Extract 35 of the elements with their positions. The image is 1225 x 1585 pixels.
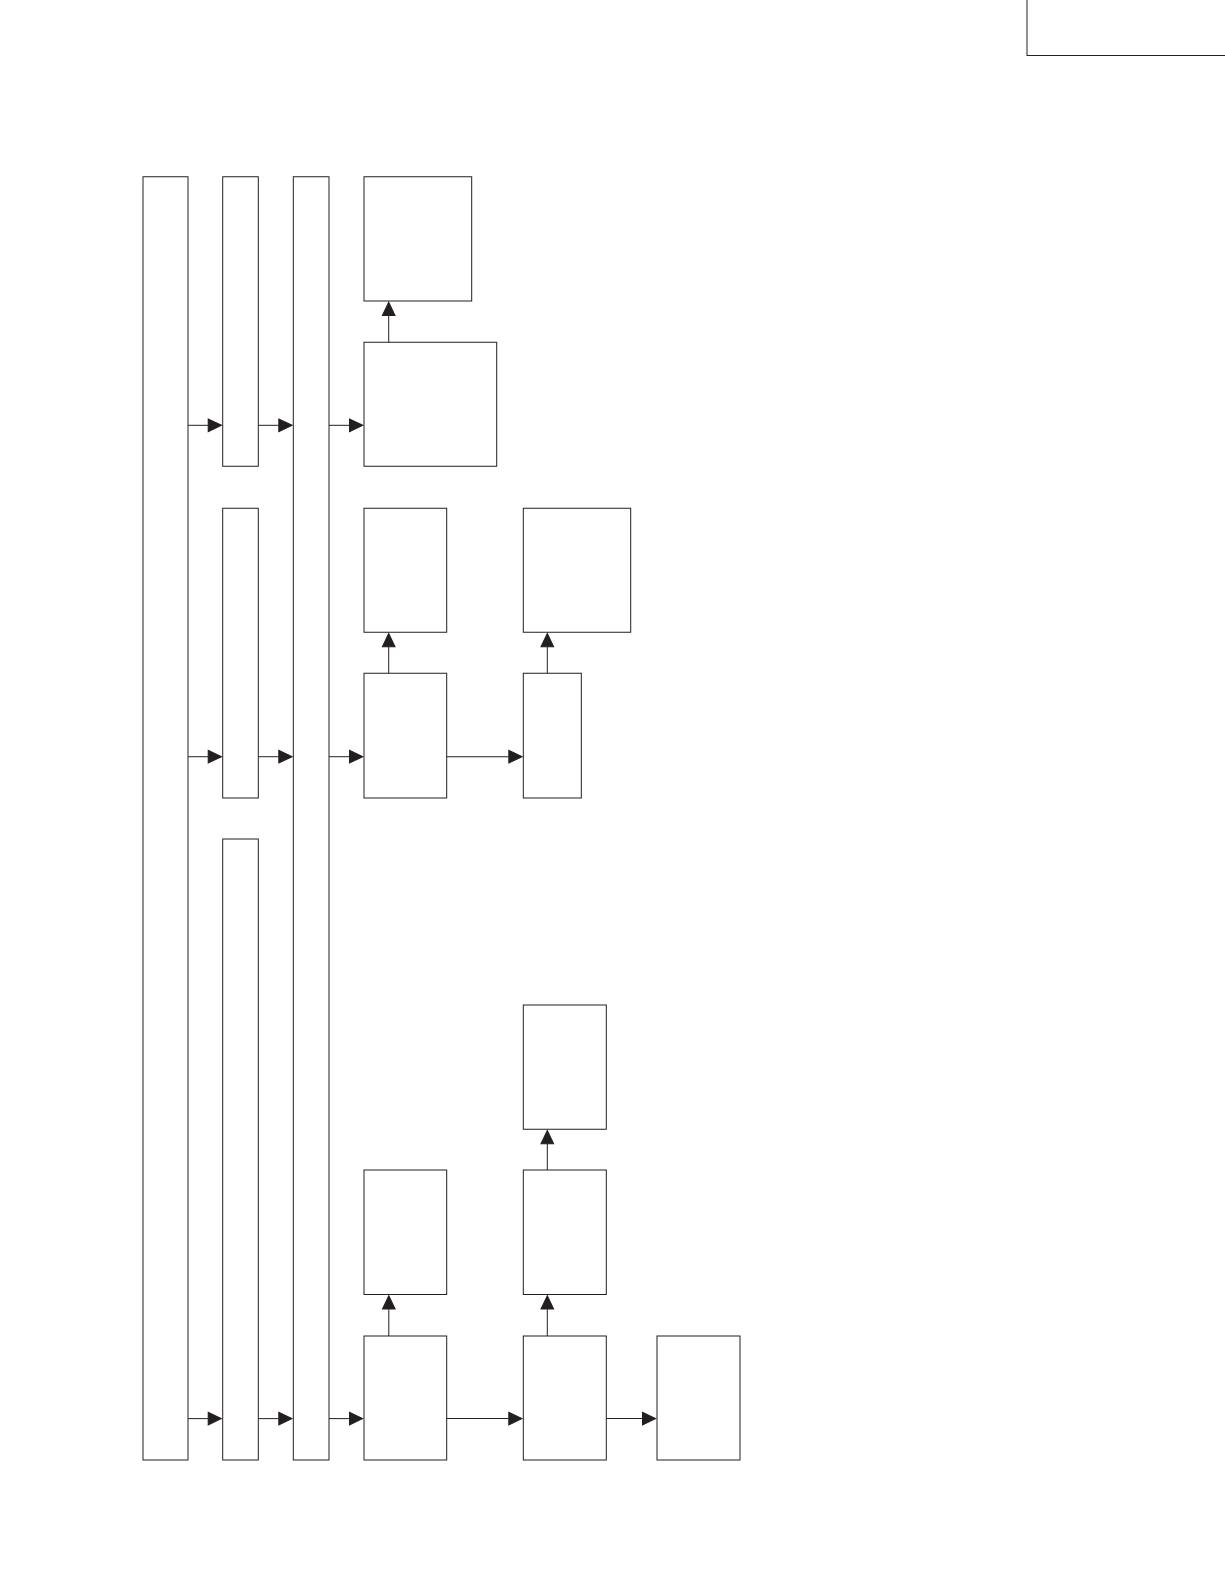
arrow [328, 418, 364, 433]
block-box [522, 1335, 607, 1461]
tall-block [142, 176, 189, 1461]
tall-block [292, 176, 330, 1461]
arrow [381, 633, 396, 674]
arrow [187, 1411, 222, 1426]
block-box [522, 507, 632, 633]
block-box [363, 672, 448, 799]
arrow [328, 749, 364, 764]
block-box [522, 1004, 607, 1130]
block-box [522, 1169, 607, 1295]
block-box [363, 176, 473, 302]
block-box [363, 1335, 448, 1461]
arrow [540, 633, 555, 674]
arrow [381, 1295, 396, 1337]
arrow [187, 418, 222, 433]
arrow [540, 1129, 555, 1171]
arrow [257, 1411, 293, 1426]
block-box [656, 1335, 741, 1461]
tall-block [222, 838, 259, 1461]
arrow [328, 1411, 364, 1426]
arrow [257, 418, 293, 433]
block-box [363, 341, 498, 467]
arrow [446, 749, 523, 764]
arrow [257, 749, 293, 764]
block-box [363, 1169, 448, 1295]
arrow [187, 749, 222, 764]
block-box [522, 672, 582, 799]
tall-block [222, 507, 259, 799]
arrow [446, 1411, 523, 1426]
arrow [540, 1295, 555, 1337]
block-box [363, 507, 448, 633]
tall-block [222, 176, 259, 467]
arrow [605, 1411, 657, 1426]
arrow [381, 301, 396, 343]
